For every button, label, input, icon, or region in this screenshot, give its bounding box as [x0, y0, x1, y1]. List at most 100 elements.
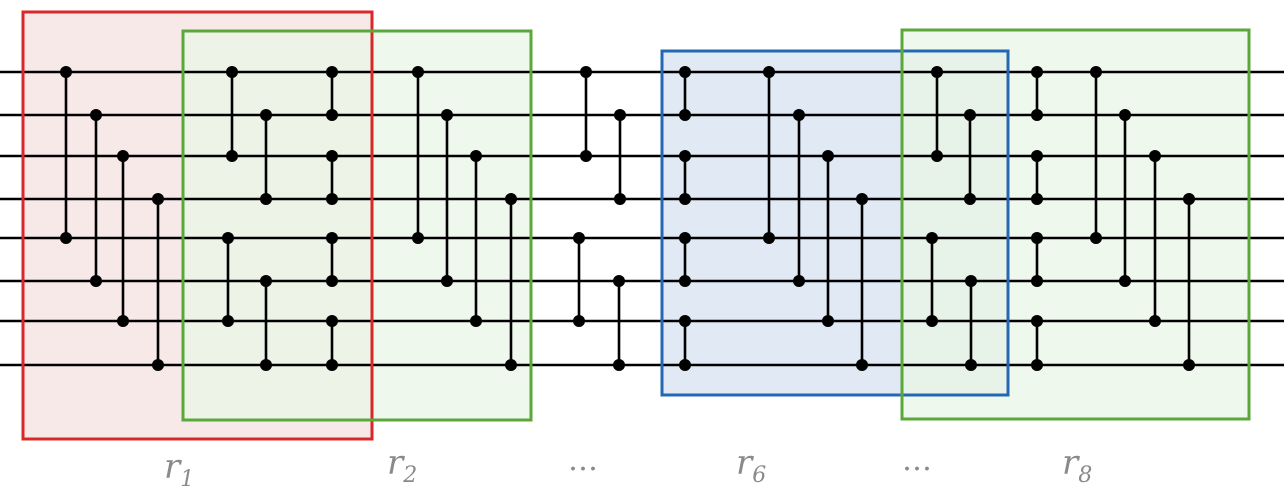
gate-target-dot [763, 232, 775, 244]
gate-target-dot [412, 232, 424, 244]
gate-control-dot [856, 193, 868, 205]
wires [0, 70, 1284, 367]
gate-target-dot [1090, 232, 1102, 244]
swap-gate [326, 150, 338, 205]
gate-control-dot [614, 109, 626, 121]
swap-gate [679, 315, 691, 371]
region-label-r8: r8 [1062, 443, 1092, 488]
region-label-r6: r6 [736, 443, 766, 488]
swap-gate [763, 66, 775, 244]
gate-target-dot [679, 193, 691, 205]
gate-target-dot [470, 315, 482, 327]
swap-gate [679, 232, 691, 287]
gate-target-dot [60, 232, 72, 244]
swap-gate [964, 109, 976, 205]
gate-target-dot [580, 150, 592, 162]
gate-control-dot [326, 315, 338, 327]
swap-gate [60, 66, 72, 244]
swap-gate [441, 109, 453, 287]
gate-target-dot [573, 315, 585, 327]
swap-gate [931, 66, 943, 162]
gate-control-dot [441, 109, 453, 121]
gate-target-dot [613, 359, 625, 371]
swap-gate [222, 232, 234, 327]
swap-gate [226, 66, 238, 162]
gate-target-dot [1119, 275, 1131, 287]
swap-gate [260, 109, 272, 205]
gate-control-dot [326, 232, 338, 244]
gate-control-dot [822, 150, 834, 162]
swap-gate [1119, 109, 1131, 287]
swap-gate [505, 193, 517, 371]
gate-target-dot [326, 359, 338, 371]
gate-control-dot [679, 66, 691, 78]
gate-target-dot [441, 275, 453, 287]
swap-gate [470, 150, 482, 327]
gate-target-dot [505, 359, 517, 371]
gate-control-dot [260, 275, 272, 287]
region-fill-r8 [902, 30, 1249, 419]
gate-control-dot [679, 315, 691, 327]
region-label-r1: r1 [164, 447, 194, 492]
swap-gate [1149, 150, 1161, 327]
gate-target-dot [793, 275, 805, 287]
swap-gate [152, 193, 164, 371]
gate-control-dot [226, 66, 238, 78]
gate-control-dot [965, 275, 977, 287]
gate-target-dot [679, 275, 691, 287]
swap-gate [90, 109, 102, 287]
gate-target-dot [964, 193, 976, 205]
gate-control-dot [1090, 66, 1102, 78]
gate-control-dot [505, 193, 517, 205]
gate-control-dot [1031, 150, 1043, 162]
gate-control-dot [580, 66, 592, 78]
gate-target-dot [931, 150, 943, 162]
gate-target-dot [856, 359, 868, 371]
gate-target-dot [117, 315, 129, 327]
ellipsis-1: … [568, 443, 598, 478]
gate-target-dot [679, 359, 691, 371]
gates [60, 66, 1195, 371]
gate-target-dot [90, 275, 102, 287]
swap-gate [1031, 232, 1043, 287]
swap-gate [926, 232, 938, 327]
swap-gate [580, 66, 592, 162]
gate-control-dot [1149, 150, 1161, 162]
gate-target-dot [226, 150, 238, 162]
swap-gate [1031, 315, 1043, 371]
swap-gate [573, 232, 585, 327]
gate-target-dot [260, 359, 272, 371]
swap-gate [1183, 193, 1195, 371]
gate-control-dot [1031, 315, 1043, 327]
gate-control-dot [926, 232, 938, 244]
region-border-r8 [900, 28, 1251, 421]
swap-gate [679, 150, 691, 205]
swap-gate [965, 275, 977, 371]
gate-control-dot [90, 109, 102, 121]
swap-gate [326, 232, 338, 287]
ellipsis-2: … [902, 443, 932, 478]
swap-gate [326, 66, 338, 121]
gate-control-dot [1183, 193, 1195, 205]
gate-target-dot [152, 359, 164, 371]
swap-gate [679, 66, 691, 121]
gate-control-dot [326, 150, 338, 162]
region-border-r6 [660, 49, 1010, 397]
swap-gate [822, 150, 834, 327]
gate-target-dot [260, 193, 272, 205]
gate-target-dot [326, 109, 338, 121]
swap-gate [1090, 66, 1102, 244]
gate-target-dot [1031, 275, 1043, 287]
swap-gate [1031, 66, 1043, 121]
gate-control-dot [679, 232, 691, 244]
gate-control-dot [412, 66, 424, 78]
region-border-r1 [21, 10, 374, 441]
gate-control-dot [152, 193, 164, 205]
gate-control-dot [793, 109, 805, 121]
gate-control-dot [260, 109, 272, 121]
gate-control-dot [763, 66, 775, 78]
gate-control-dot [1031, 232, 1043, 244]
gate-target-dot [1183, 359, 1195, 371]
gate-target-dot [965, 359, 977, 371]
